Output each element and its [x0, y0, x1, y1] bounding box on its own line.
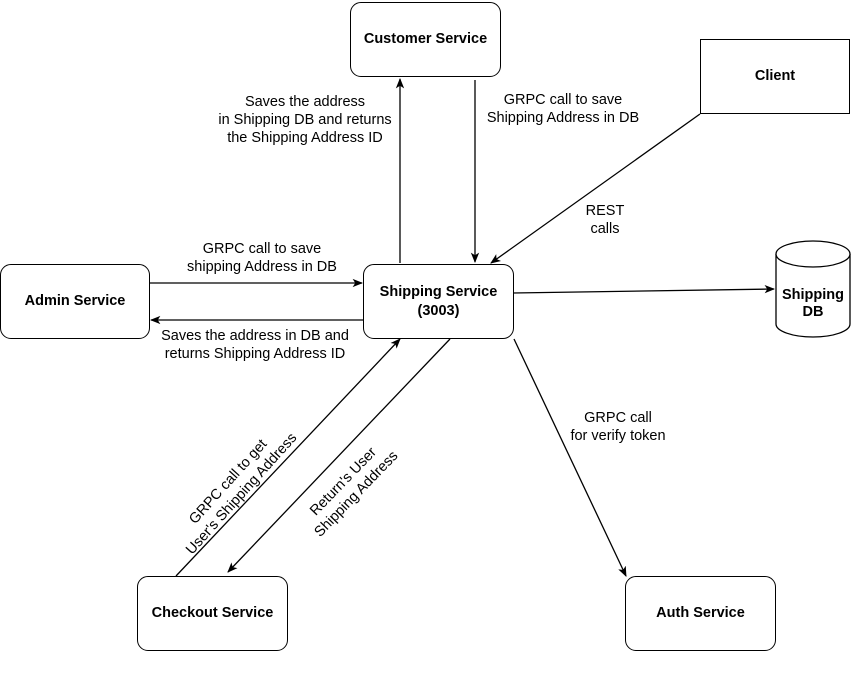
customer-service-label: Customer Service — [363, 31, 488, 48]
edge-shipping-to-auth — [513, 338, 627, 577]
checkout-service-label: Checkout Service — [151, 605, 274, 622]
auth-service-node[interactable]: Auth Service — [625, 576, 776, 651]
shipping-db-cylinder — [775, 240, 851, 338]
label-shipping-to-customer: Saves the address in Shipping DB and ret… — [218, 94, 392, 146]
label-admin-to-shipping: GRPC call to save shipping Address in DB — [187, 241, 337, 275]
shipping-service-label: Shipping Service (3003) — [379, 283, 498, 319]
customer-service-node[interactable]: Customer Service — [350, 2, 501, 77]
edge-client-to-shipping — [490, 113, 701, 264]
edge-shipping-to-checkout — [227, 338, 451, 573]
admin-service-label: Admin Service — [24, 293, 126, 310]
auth-service-label: Auth Service — [656, 605, 745, 622]
label-client-to-shipping: REST calls — [585, 203, 625, 237]
client-label: Client — [754, 68, 796, 85]
client-node[interactable]: Client — [700, 39, 850, 114]
edge-checkout-to-shipping — [175, 338, 401, 577]
checkout-service-node[interactable]: Checkout Service — [137, 576, 288, 651]
admin-service-node[interactable]: Admin Service — [0, 264, 150, 339]
label-shipping-to-admin: Saves the address in DB and returns Ship… — [161, 328, 349, 362]
label-shipping-to-auth: GRPC call for verify token — [570, 410, 666, 444]
edge-shipping-to-db — [512, 284, 776, 294]
label-customer-to-shipping: GRPC call to save Shipping Address in DB — [486, 92, 640, 126]
shipping-service-node[interactable]: Shipping Service (3003) — [363, 264, 514, 339]
shipping-db-label: Shipping DB — [781, 287, 844, 320]
